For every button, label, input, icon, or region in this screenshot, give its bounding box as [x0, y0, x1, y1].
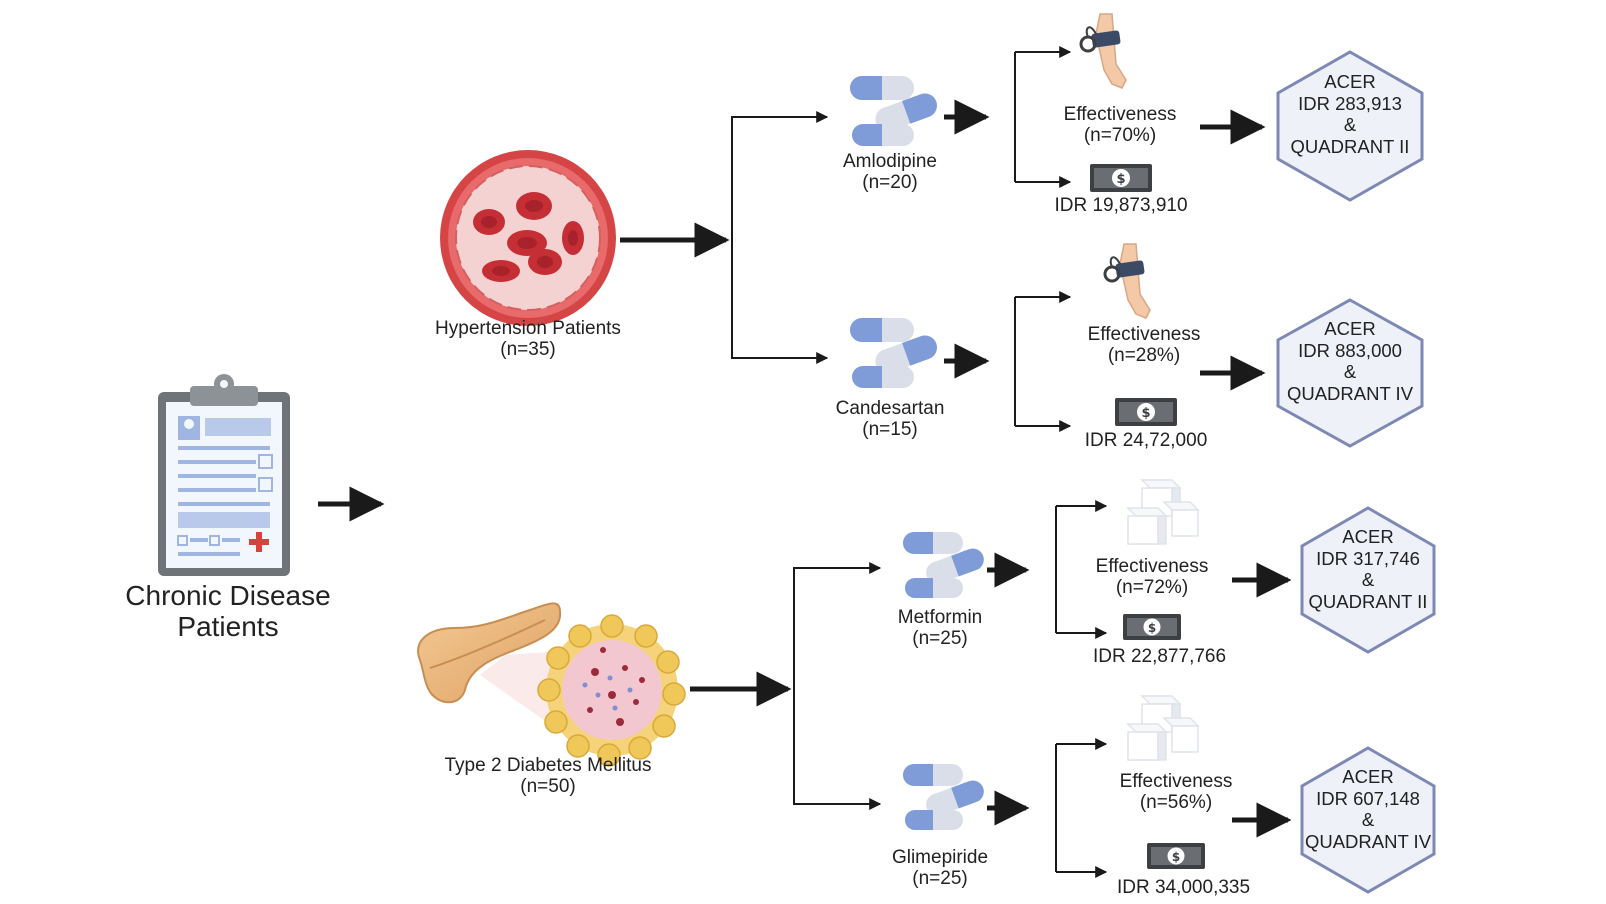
acer-hexagon — [1300, 746, 1436, 894]
blood-vessel-icon — [440, 150, 616, 326]
drug-name: Amlodipine — [843, 151, 937, 172]
drug-name: Metformin — [897, 607, 983, 628]
acer-quadrant: QUADRANT II — [1290, 135, 1410, 157]
amlodipine-acer: ACER IDR 283,913 & QUADRANT II — [1280, 71, 1420, 158]
blood-pressure-arm-icon — [1103, 243, 1151, 319]
acer-title: ACER — [1342, 526, 1394, 547]
glimepiride-effectiveness: Effectiveness (n=56%) — [1096, 771, 1256, 814]
candesartan-cost: IDR 24,72,000 — [1084, 430, 1208, 451]
drug-count: (n=25) — [912, 868, 968, 890]
group-name: Type 2 Diabetes Mellitus — [444, 755, 652, 776]
svg-text:$: $ — [1172, 850, 1180, 864]
acer-amp: & — [1343, 361, 1357, 383]
metformin-capsule-icon — [903, 532, 984, 598]
effectiveness-value: (n=28%) — [1107, 345, 1181, 367]
connector-arrows — [318, 46, 1292, 878]
acer-value: IDR 883,000 — [1298, 339, 1402, 361]
glimepiride-label: Glimepiride (n=25) — [870, 847, 1010, 890]
svg-text:$: $ — [1141, 406, 1150, 421]
acer-amp: & — [1361, 569, 1375, 591]
acer-amp: & — [1361, 809, 1375, 831]
diabetes-label: Type 2 Diabetes Mellitus (n=50) — [418, 755, 678, 798]
acer-value: IDR 317,746 — [1316, 547, 1420, 569]
money-icon: $ — [1115, 398, 1177, 426]
acer-quadrant: QUADRANT IV — [1304, 830, 1432, 852]
sugar-cubes-icon — [1126, 479, 1200, 545]
diabetes-branch — [793, 567, 880, 805]
amlodipine-effectiveness: Effectiveness (n=70%) — [1040, 104, 1200, 147]
effectiveness-label: Effectiveness — [1063, 104, 1177, 125]
acer-hexagon — [1276, 298, 1424, 448]
root-label-line2: Patients — [177, 611, 279, 643]
glimepiride-acer: ACER IDR 607,148 & QUADRANT IV — [1300, 766, 1436, 853]
amlodipine-capsule-icon — [850, 76, 937, 146]
candesartan-capsule-icon — [850, 318, 937, 388]
metformin-effectiveness: Effectiveness (n=72%) — [1072, 556, 1232, 599]
root-label-line1: Chronic Disease — [125, 580, 331, 611]
candesartan-effectiveness: Effectiveness (n=28%) — [1064, 324, 1224, 367]
money-icon: $ — [1090, 164, 1152, 192]
svg-text:$: $ — [1116, 172, 1125, 187]
amlodipine-label: Amlodipine (n=20) — [820, 151, 960, 194]
acer-quadrant: QUADRANT II — [1308, 590, 1428, 612]
drug-count: (n=25) — [912, 628, 968, 650]
sugar-cubes-icon — [1126, 695, 1200, 761]
money-icon: $ — [1147, 843, 1205, 869]
effectiveness-value: (n=70%) — [1083, 125, 1157, 147]
acer-value: IDR 607,148 — [1316, 787, 1420, 809]
effectiveness-value: (n=72%) — [1115, 577, 1189, 599]
metformin-cost: IDR 22,877,766 — [1092, 646, 1227, 667]
group-count: (n=35) — [500, 339, 556, 361]
effectiveness-label: Effectiveness — [1119, 771, 1233, 792]
effectiveness-label: Effectiveness — [1095, 556, 1209, 577]
acer-title: ACER — [1324, 71, 1376, 92]
drug-name: Candesartan — [835, 398, 945, 419]
acer-title: ACER — [1342, 766, 1394, 787]
root-label: Chronic Disease Patients — [118, 580, 338, 643]
glimepiride-cost: IDR 34,000,335 — [1116, 877, 1251, 898]
acer-amp: & — [1343, 114, 1357, 136]
acer-title: ACER — [1324, 318, 1376, 339]
effectiveness-label: Effectiveness — [1087, 324, 1201, 345]
money-icon: $ — [1123, 614, 1181, 640]
group-count: (n=50) — [520, 776, 576, 798]
hypertension-branch — [731, 116, 827, 359]
svg-text:$: $ — [1148, 621, 1156, 635]
metformin-label: Metformin (n=25) — [870, 607, 1010, 650]
metformin-acer: ACER IDR 317,746 & QUADRANT II — [1300, 526, 1436, 613]
drug-count: (n=20) — [862, 172, 918, 194]
clipboard-icon — [158, 374, 290, 576]
candesartan-acer: ACER IDR 883,000 & QUADRANT IV — [1280, 318, 1420, 405]
acer-value: IDR 283,913 — [1298, 92, 1402, 114]
drug-name: Glimepiride — [891, 847, 989, 868]
group-name: Hypertension Patients — [435, 318, 621, 339]
pancreas-icon — [417, 602, 686, 767]
blood-pressure-arm-icon — [1079, 13, 1127, 89]
acer-hexagon — [1276, 50, 1424, 202]
acer-hexagons — [1276, 50, 1436, 894]
drug-count: (n=15) — [862, 419, 918, 441]
effectiveness-value: (n=56%) — [1139, 792, 1213, 814]
glimepiride-capsule-icon — [903, 764, 984, 830]
acer-hexagon — [1300, 506, 1436, 654]
amlodipine-cost: IDR 19,873,910 — [1054, 195, 1188, 216]
hypertension-label: Hypertension Patients (n=35) — [408, 318, 648, 361]
candesartan-label: Candesartan (n=15) — [815, 398, 965, 441]
acer-quadrant: QUADRANT IV — [1286, 382, 1414, 404]
